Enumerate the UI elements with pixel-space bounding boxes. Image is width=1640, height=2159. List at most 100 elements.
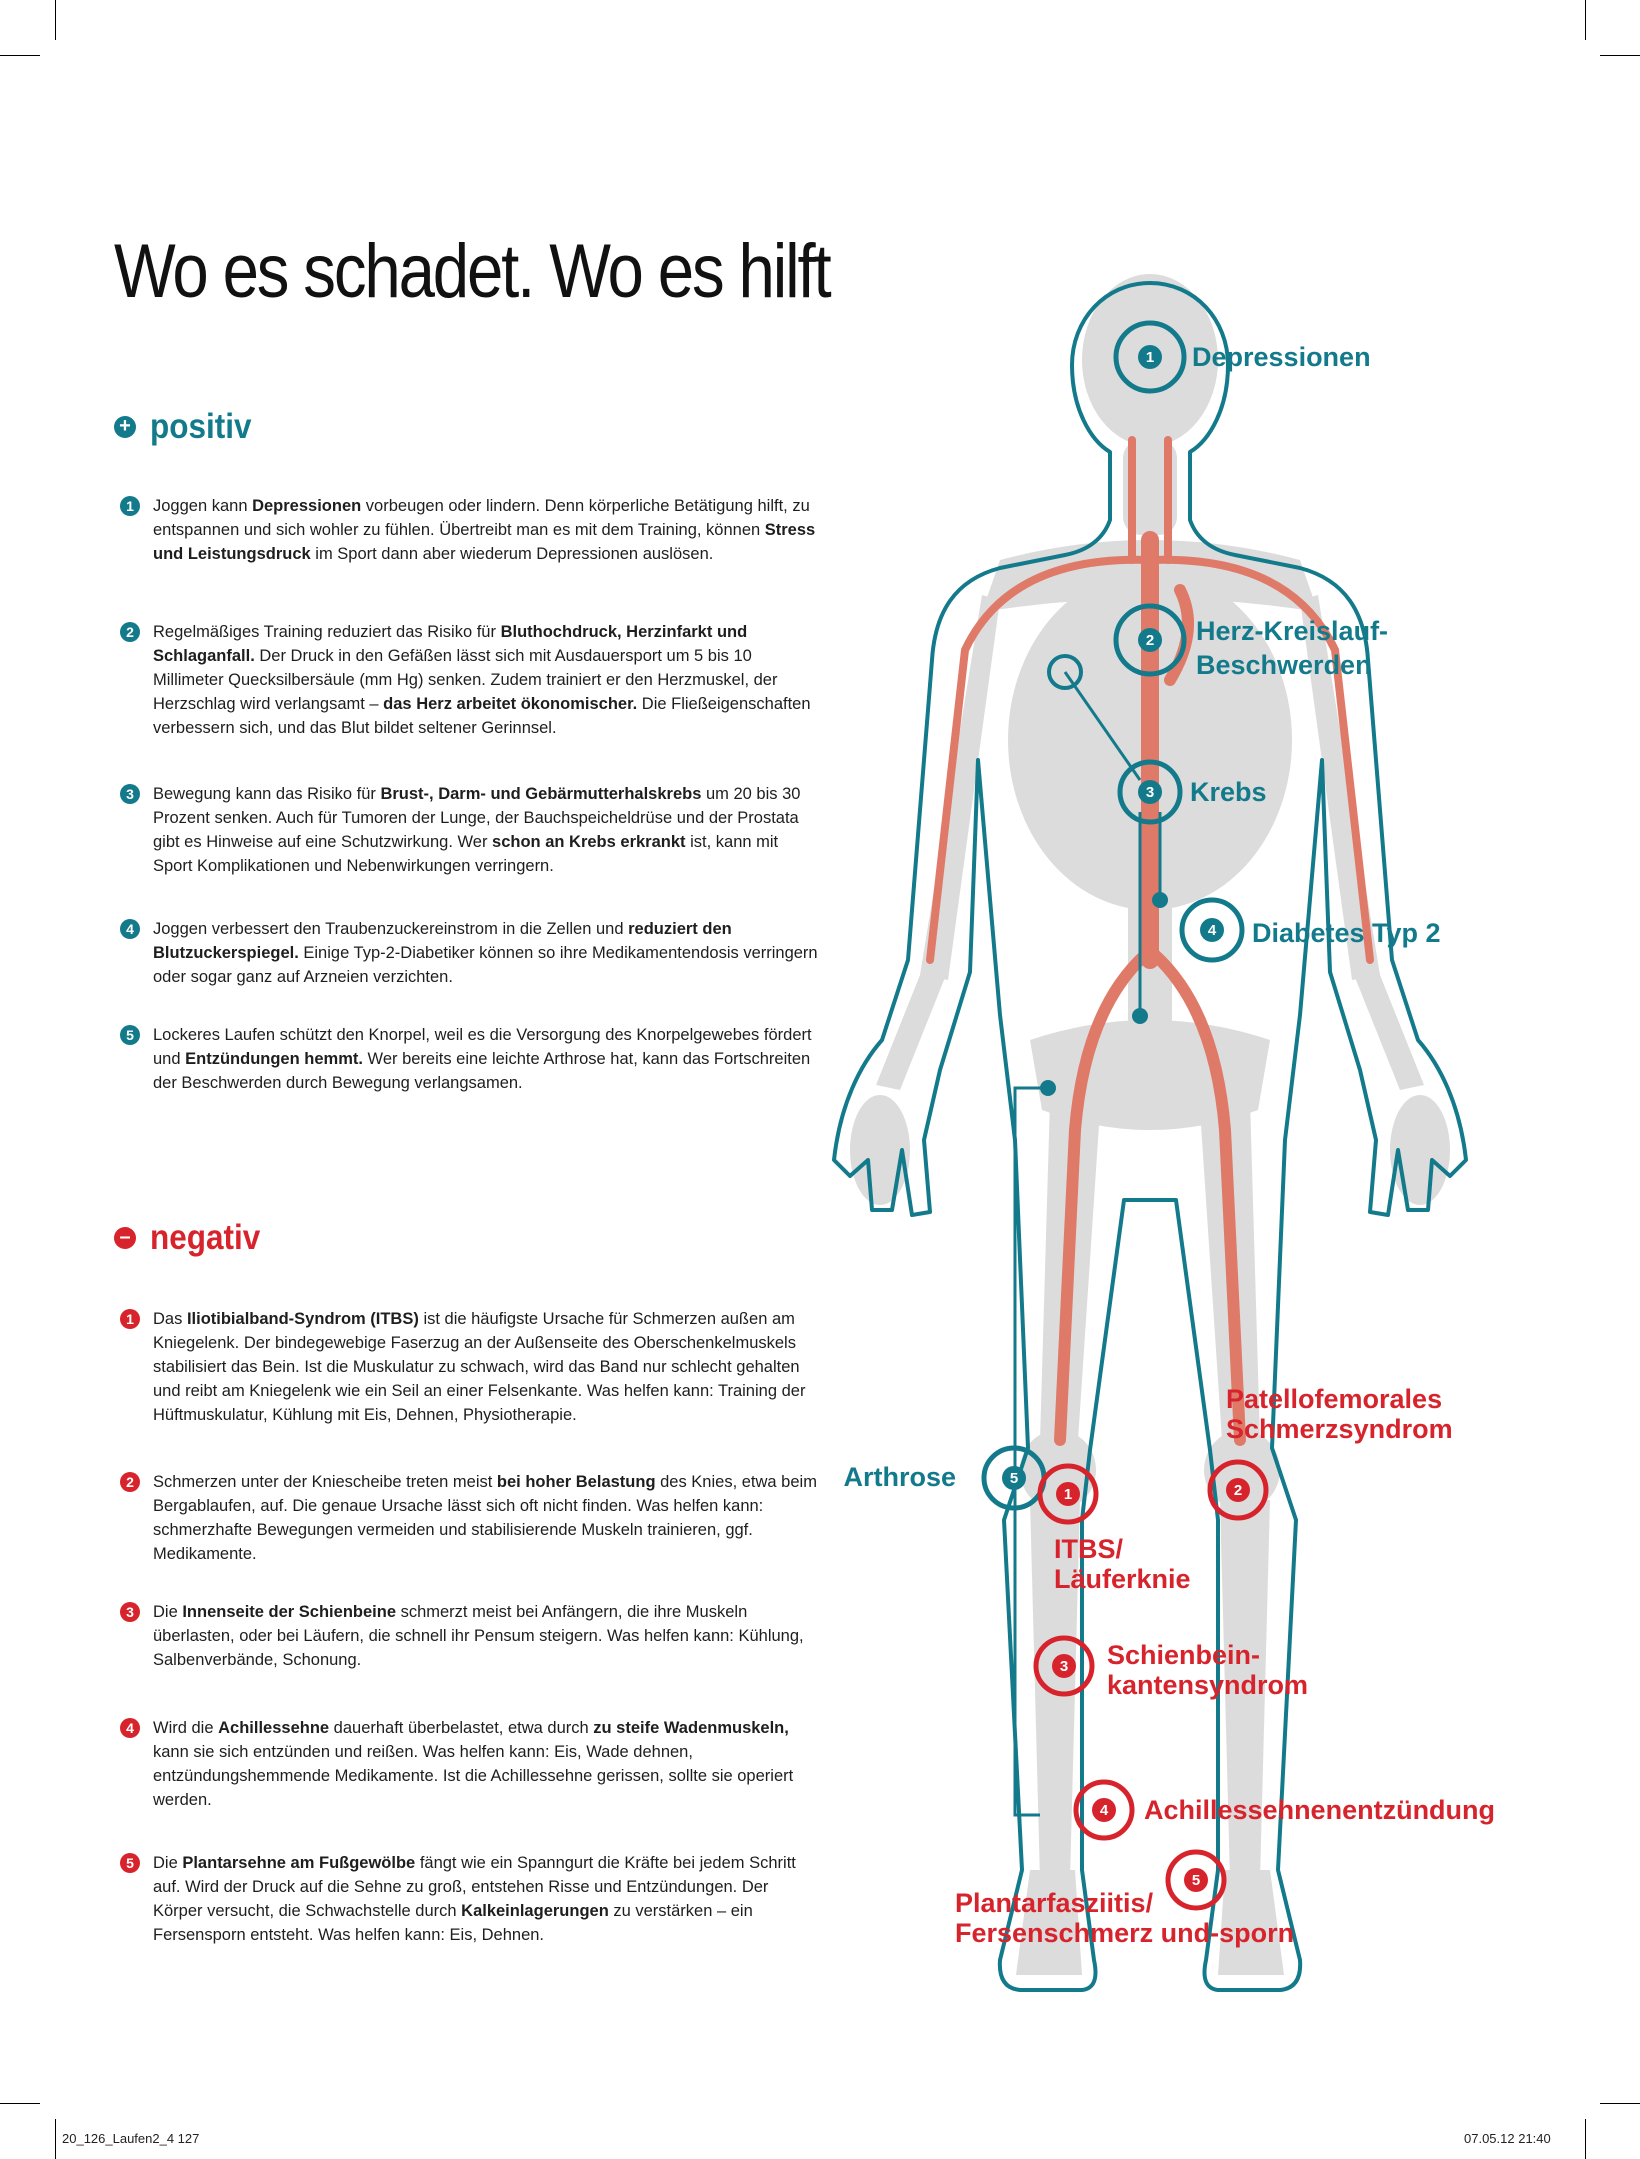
marker-label: Schienbein- (1107, 1640, 1260, 1670)
emphasis: bei hoher Belastung (496, 1473, 656, 1491)
left-iliac (1054, 949, 1151, 1446)
marker-badge (1200, 918, 1224, 942)
marker-label: Beschwerden (1196, 650, 1372, 680)
marker-number: 2 (1146, 632, 1154, 649)
marker-label: Achillessehnenentzündung (1144, 1795, 1495, 1825)
negative-heading: – negativ (114, 1218, 273, 1258)
marker-number: 2 (1234, 1482, 1242, 1499)
marker-badge (1092, 1798, 1116, 1822)
crop-mark (55, 0, 56, 40)
marker-number: 5 (1192, 1872, 1200, 1889)
emphasis: reduziert den Blutzuckerspiegel. (153, 920, 732, 962)
number-badge: 2 (120, 622, 140, 642)
marker-number: 3 (1060, 1658, 1068, 1675)
marker-badge (1052, 1654, 1076, 1678)
left-hand (850, 1095, 910, 1205)
left-foot (1016, 1870, 1082, 1975)
marker-badge (1138, 345, 1162, 369)
emphasis: Entzündungen hemmt. (185, 1050, 363, 1068)
marker-label: Depressionen (1192, 342, 1371, 372)
positive-item-text: Lockeres Laufen schützt den Knorpel, wei… (153, 1026, 812, 1092)
crop-mark (0, 2103, 40, 2104)
negative-item-1: 1 Das Iliotibialband-Syndrom (ITBS) ist … (120, 1307, 820, 1427)
negative-item-5: 5 Die Plantarsehne am Fußgewölbe fängt w… (120, 1851, 820, 1947)
crop-mark (0, 55, 40, 56)
emphasis: Iliotibialband-Syndrom (ITBS) (186, 1310, 419, 1328)
emphasis: Kalkeinlagerungen (461, 1902, 609, 1920)
positive-item-2: 2 Regelmäßiges Training reduziert das Ri… (120, 620, 820, 740)
marker-label: Schmerzsyndrom (1226, 1414, 1453, 1444)
marker-badge (1056, 1482, 1080, 1506)
emphasis: schon an Krebs erkrankt (492, 833, 686, 851)
marker-number: 4 (1208, 922, 1217, 939)
heart-connector (1063, 671, 1142, 781)
minus-icon: – (114, 1227, 136, 1249)
marker-number: 4 (1100, 1802, 1109, 1819)
marker-label: Herz-Kreislauf- (1196, 616, 1388, 646)
right-iliac (1149, 949, 1246, 1446)
crop-mark (1600, 2103, 1640, 2104)
connector-dot (1040, 1080, 1056, 1096)
negative-item-4: 4 Wird die Achillessehne dauerhaft überb… (120, 1716, 820, 1812)
marker-label: Fersenschmerz und-sporn (955, 1918, 1294, 1948)
marker-ring (1207, 1459, 1269, 1521)
positive-item-3: 3 Bewegung kann das Risiko für Brust-, D… (120, 782, 820, 878)
marker-schienbein: 3 Schienbein- kantensyndrom (1033, 1635, 1308, 1700)
marker-ring (1113, 603, 1187, 677)
positive-heading: + positiv (114, 407, 263, 447)
positive-item-4: 4 Joggen verbessert den Traubenzuckerein… (120, 917, 820, 989)
emphasis: Stress und Leistungsdruck (153, 521, 816, 563)
positive-item-text: Regelmäßiges Training reduziert das Risi… (153, 623, 811, 737)
left-forearm (876, 970, 946, 1090)
heart-small-ring (1047, 654, 1083, 690)
heart (1164, 584, 1194, 686)
marker-krebs: 3 Krebs (1117, 759, 1267, 825)
crop-mark (1585, 0, 1586, 40)
marker-plantar: 5 Plantarfasziitis/ Fersenschmerz und-sp… (955, 1849, 1294, 1948)
emphasis: Achillessehne (218, 1719, 330, 1737)
marker-badge (1184, 1868, 1208, 1892)
number-badge: 3 (120, 784, 140, 804)
marker-badge (1226, 1478, 1250, 1502)
negative-label: negativ (150, 1218, 261, 1257)
marker-ring (1033, 1635, 1095, 1697)
positive-item-1: 1 Joggen kann Depressionen vorbeugen ode… (120, 494, 820, 566)
right-hand (1390, 1095, 1450, 1205)
crop-mark (55, 2119, 56, 2159)
right-shin (1220, 1500, 1270, 1880)
marker-label: Plantarfasziitis/ (955, 1888, 1154, 1918)
number-badge: 5 (120, 1025, 140, 1045)
marker-achilles: 4 Achillessehnenentzündung (1073, 1779, 1495, 1841)
number-badge: 5 (120, 1853, 140, 1873)
positive-item-5: 5 Lockeres Laufen schützt den Knorpel, w… (120, 1023, 820, 1095)
marker-label: ITBS/ (1054, 1534, 1124, 1564)
right-foot (1218, 1870, 1284, 1975)
footer-slug-left: 20_126_Laufen2_4 127 (62, 2131, 200, 2146)
negative-item-3: 3 Die Innenseite der Schienbeine schmerz… (120, 1600, 820, 1672)
marker-ring (1113, 320, 1187, 394)
arthrose-connector (1013, 1086, 1048, 1817)
marker-herz-kreislauf: 2 Herz-Kreislauf- Beschwerden (1047, 603, 1388, 690)
left-subclavian (926, 555, 1154, 964)
marker-ring (1179, 897, 1245, 963)
marker-number: 1 (1146, 349, 1154, 366)
negative-item-text: Die Innenseite der Schienbeine schmerzt … (153, 1603, 804, 1669)
marker-label: Diabetes Typ 2 (1252, 918, 1441, 948)
marker-ring (1037, 1463, 1099, 1525)
marker-patellofemoral: 2 Patellofemorales Schmerzsyndrom (1207, 1384, 1453, 1521)
number-badge: 4 (120, 1718, 140, 1738)
negative-item-text: Das Iliotibialband-Syndrom (ITBS) ist di… (153, 1310, 806, 1424)
body-outline (832, 281, 1468, 1992)
emphasis: das Herz arbeitet ökonomischer. (383, 695, 638, 713)
emphasis: Plantarsehne am Fußgewölbe (182, 1854, 416, 1872)
marker-itbs: 1 ITBS/ Läuferknie (1037, 1463, 1191, 1594)
crop-mark (1585, 2119, 1586, 2159)
marker-badge (1002, 1466, 1026, 1490)
marker-label: Krebs (1190, 777, 1267, 807)
emphasis: Depressionen (252, 497, 362, 515)
right-forearm (1354, 970, 1424, 1090)
page-title: Wo es schadet. Wo es hilft (114, 229, 832, 314)
number-badge: 4 (120, 919, 140, 939)
right-subclavian (1146, 555, 1374, 964)
